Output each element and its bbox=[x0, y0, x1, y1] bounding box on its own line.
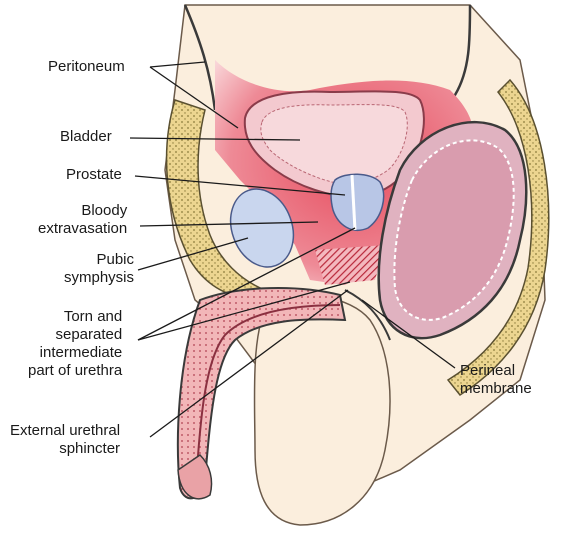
label-peritoneum: Peritoneum bbox=[48, 58, 125, 76]
label-bloody-extravasation: Bloody extravasation bbox=[38, 202, 127, 238]
label-torn-urethra: Torn and separated intermediate part of … bbox=[28, 308, 122, 380]
torn-region-hatching bbox=[315, 245, 385, 285]
label-perineal-membrane: Perineal membrane bbox=[460, 362, 532, 398]
label-external-urethral-sphincter: External urethral sphincter bbox=[10, 422, 120, 458]
scrotum bbox=[254, 295, 390, 525]
label-pubic-symphysis: Pubic symphysis bbox=[64, 251, 134, 287]
label-prostate: Prostate bbox=[66, 166, 122, 184]
label-bladder: Bladder bbox=[60, 128, 112, 146]
